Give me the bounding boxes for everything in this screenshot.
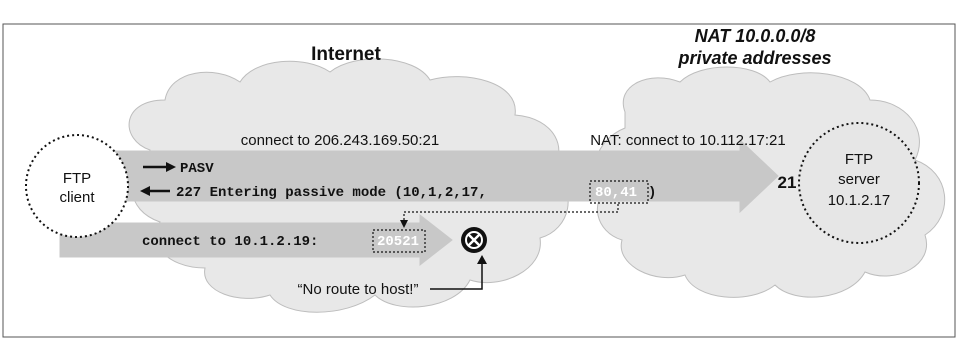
data-connect-port: 20521 (377, 234, 419, 250)
reply-prefix: 227 Entering passive mode (10,1,2,17, (176, 185, 487, 201)
ftp-client-node (25, 134, 129, 238)
pasv-arrow-icon (143, 162, 176, 172)
server-label-line1: FTP (845, 151, 873, 168)
nat-title-line2: private addresses (677, 48, 831, 68)
blocked-icon (461, 227, 487, 253)
failure-message: “No route to host!” (298, 281, 419, 298)
reply-port-highlight (589, 180, 649, 204)
data-connect-port-highlight (372, 229, 426, 253)
server-label-line3: 10.1.2.17 (828, 192, 891, 209)
connection-label-nat-side: NAT: connect to 10.112.17:21 (590, 132, 785, 149)
pasv-command: PASV (180, 161, 214, 177)
nat-title-line1: NAT 10.0.0.0/8 (695, 26, 816, 46)
reply-suffix: ) (648, 185, 656, 201)
failure-callout-line (430, 262, 483, 290)
port-mapping-link (403, 204, 619, 224)
server-label-line2: server (838, 171, 880, 188)
client-label-line2: client (59, 189, 95, 206)
ftp-server-node (798, 122, 920, 244)
data-connect-prefix: connect to 10.1.2.19: (142, 234, 318, 250)
internet-title: Internet (311, 44, 381, 65)
connection-label-client-side: connect to 206.243.169.50:21 (241, 132, 440, 149)
data-connection-arrow (59, 213, 453, 267)
reply-arrow-icon (140, 186, 170, 196)
control-connection-arrow (59, 138, 779, 214)
reply-port-bytes: 80,41 (595, 185, 637, 201)
server-port: 21 (778, 173, 797, 192)
client-label-line1: FTP (63, 170, 91, 187)
